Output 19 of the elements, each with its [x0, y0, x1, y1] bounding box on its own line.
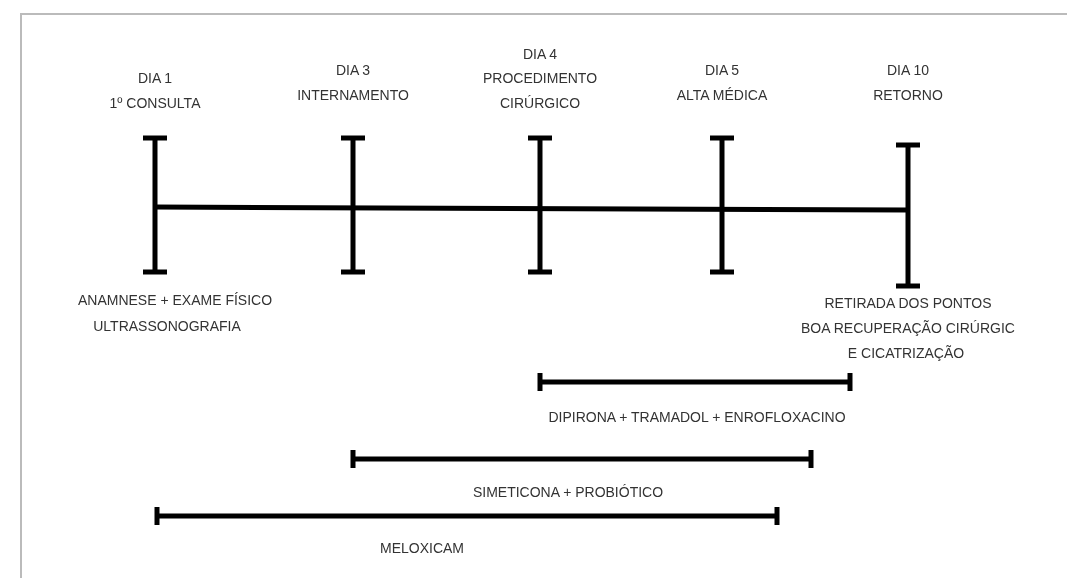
- timeline-label: RETORNO: [873, 87, 943, 103]
- timeline-label: ANAMNESE + EXAME FÍSICO: [77, 292, 273, 308]
- timeline-label: MELOXICAM: [380, 540, 464, 556]
- timeline-label: SIMETICONA + PROBIÓTICO: [472, 484, 664, 500]
- timeline-label: 1º CONSULTA: [109, 95, 201, 111]
- timeline-label: BOA RECUPERAÇÃO CIRÚRGIC: [801, 320, 1015, 336]
- timeline-label: CIRÚRGICO: [499, 95, 581, 111]
- timeline-label: DIA 4: [522, 46, 558, 62]
- timeline-label: RETIRADA DOS PONTOS: [824, 295, 992, 311]
- timeline-label: ALTA MÉDICA: [676, 87, 768, 103]
- timeline-label: DIPIRONA + TRAMADOL + ENROFLOXACINO: [548, 409, 846, 425]
- timeline-label: DIA 3: [335, 62, 371, 78]
- timeline-label: ULTRASSONOGRAFIA: [93, 318, 241, 334]
- timeline-label: DIA 10: [887, 62, 929, 78]
- timeline-label: INTERNAMENTO: [297, 87, 409, 103]
- timeline-label: DIA 1: [137, 70, 173, 86]
- timeline-label: E CICATRIZAÇÃO: [847, 345, 965, 361]
- timeline-label: PROCEDIMENTO: [482, 70, 598, 86]
- timeline-label: DIA 5: [704, 62, 740, 78]
